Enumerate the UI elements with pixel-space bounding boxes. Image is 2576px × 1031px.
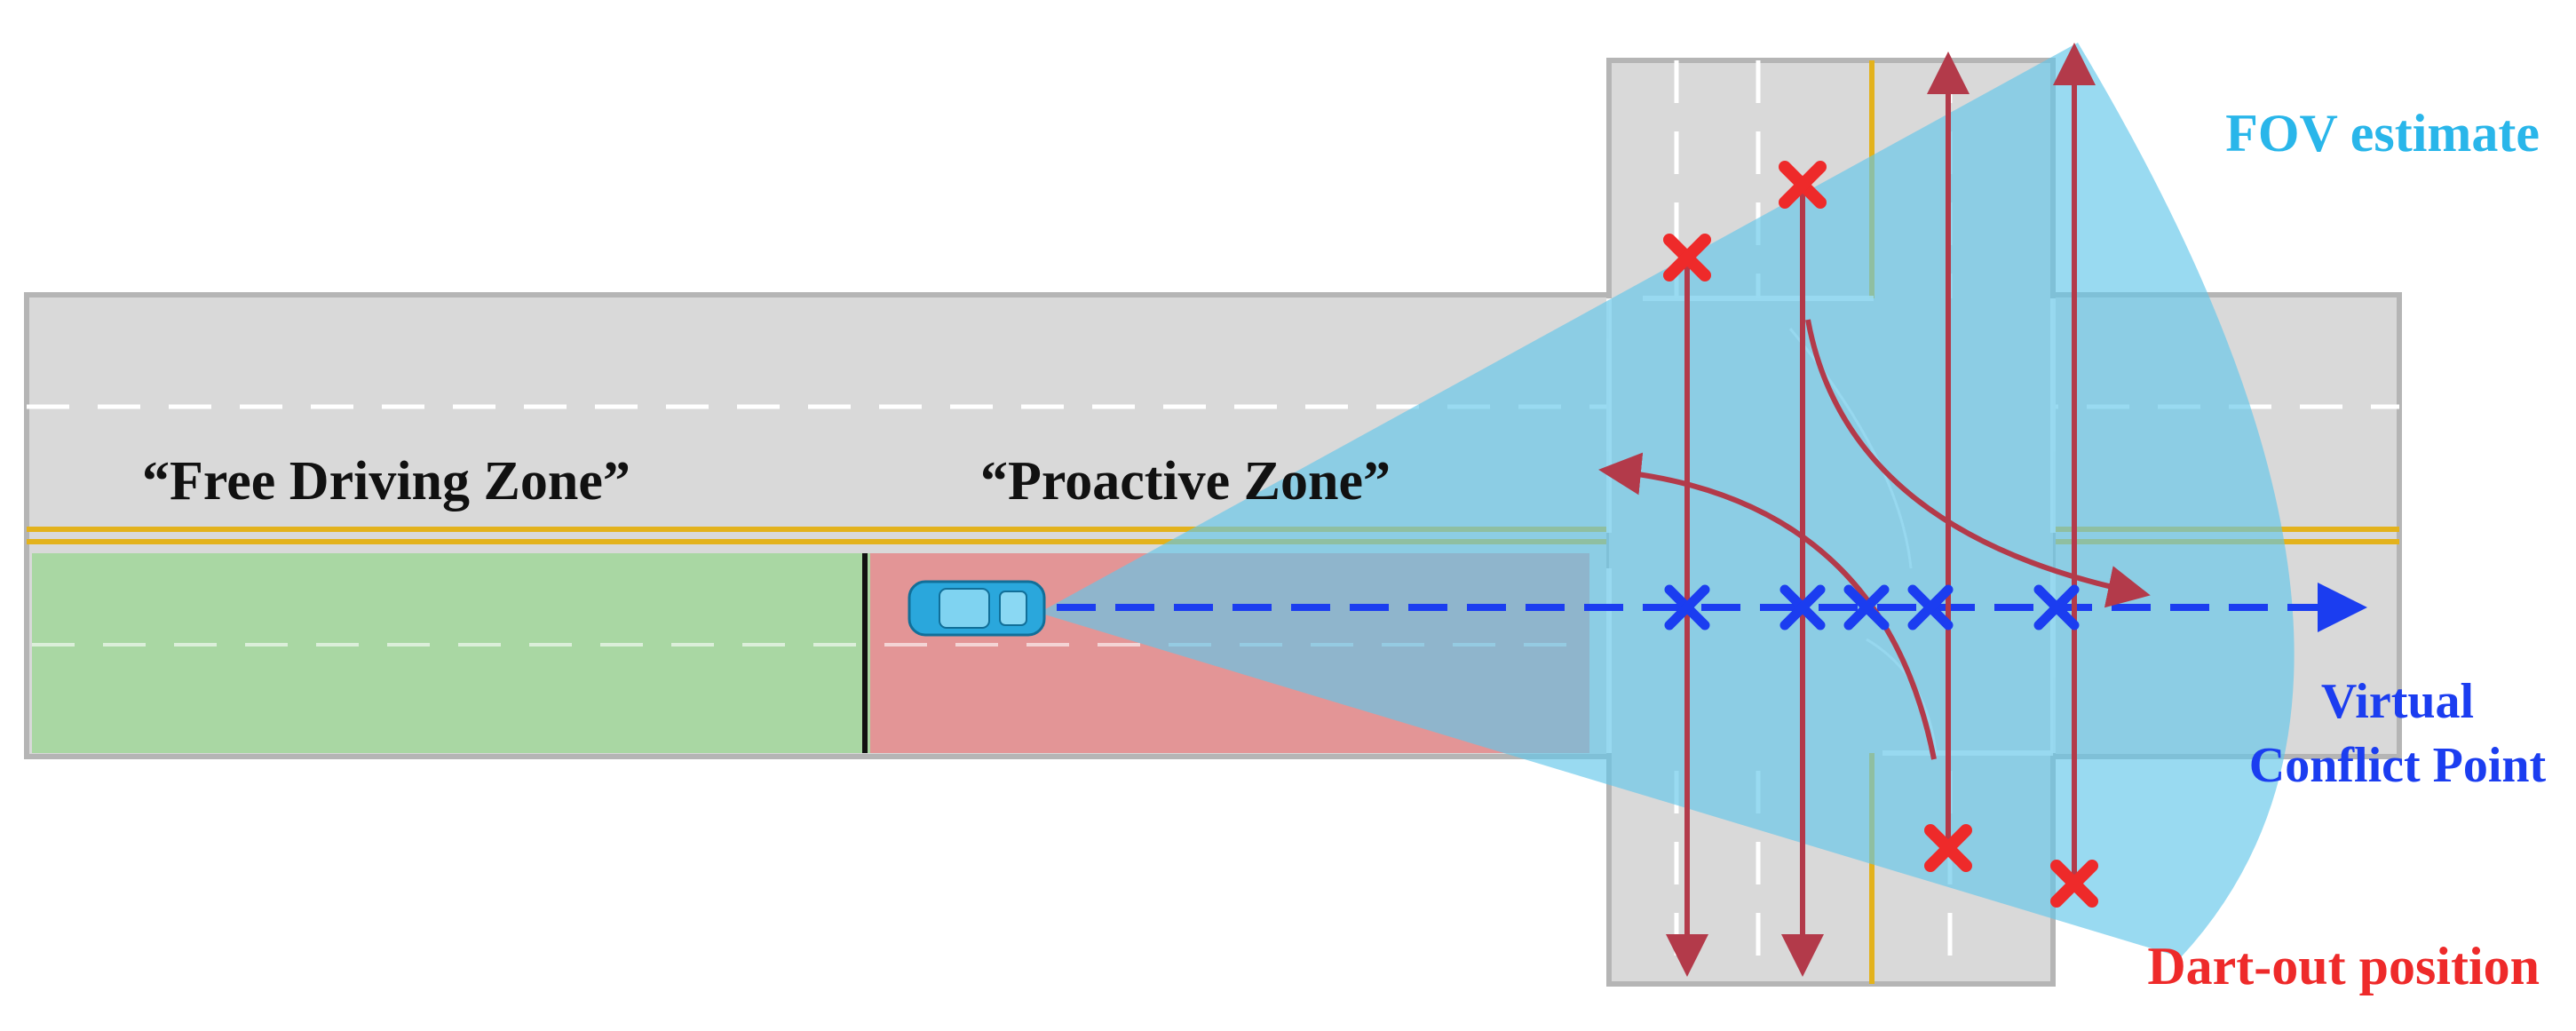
virtual-conflict-point-label-line2: Conflict Point [2249, 738, 2547, 793]
free-driving-zone-area [32, 553, 870, 753]
conflict-point-markers [1664, 584, 2080, 630]
conflict-point-marker-icon [1779, 584, 1826, 630]
conflict-point-marker-icon [1843, 584, 1890, 630]
dart-out-marker-icon [2050, 860, 2098, 908]
dart-out-marker-icon [1779, 161, 1827, 209]
vehicle-icon [908, 580, 1046, 637]
virtual-conflict-point-label-line1: Virtual [2321, 674, 2474, 729]
dart-out-markers [1663, 161, 2098, 908]
trajectory-arrow-icon [1598, 452, 1937, 760]
dart-out-marker-icon [1663, 234, 1711, 282]
dart-out-marker-icon [1924, 824, 1972, 872]
conflict-point-marker-icon [1664, 584, 1710, 630]
conflict-point-marker-icon [1907, 584, 1954, 630]
trajectory-arrow-icon [1805, 319, 2151, 608]
fov-estimate-area [1039, 43, 2295, 957]
fov-estimate-label: FOV estimate [2225, 104, 2540, 163]
proactive-zone-label: “Proactive Zone” [980, 451, 1391, 512]
free-driving-zone-label: “Free Driving Zone” [142, 451, 630, 512]
trajectory-arrows [1598, 43, 2151, 977]
conflict-point-marker-icon [2033, 584, 2080, 630]
dart-out-position-label: Dart-out position [2147, 937, 2540, 995]
